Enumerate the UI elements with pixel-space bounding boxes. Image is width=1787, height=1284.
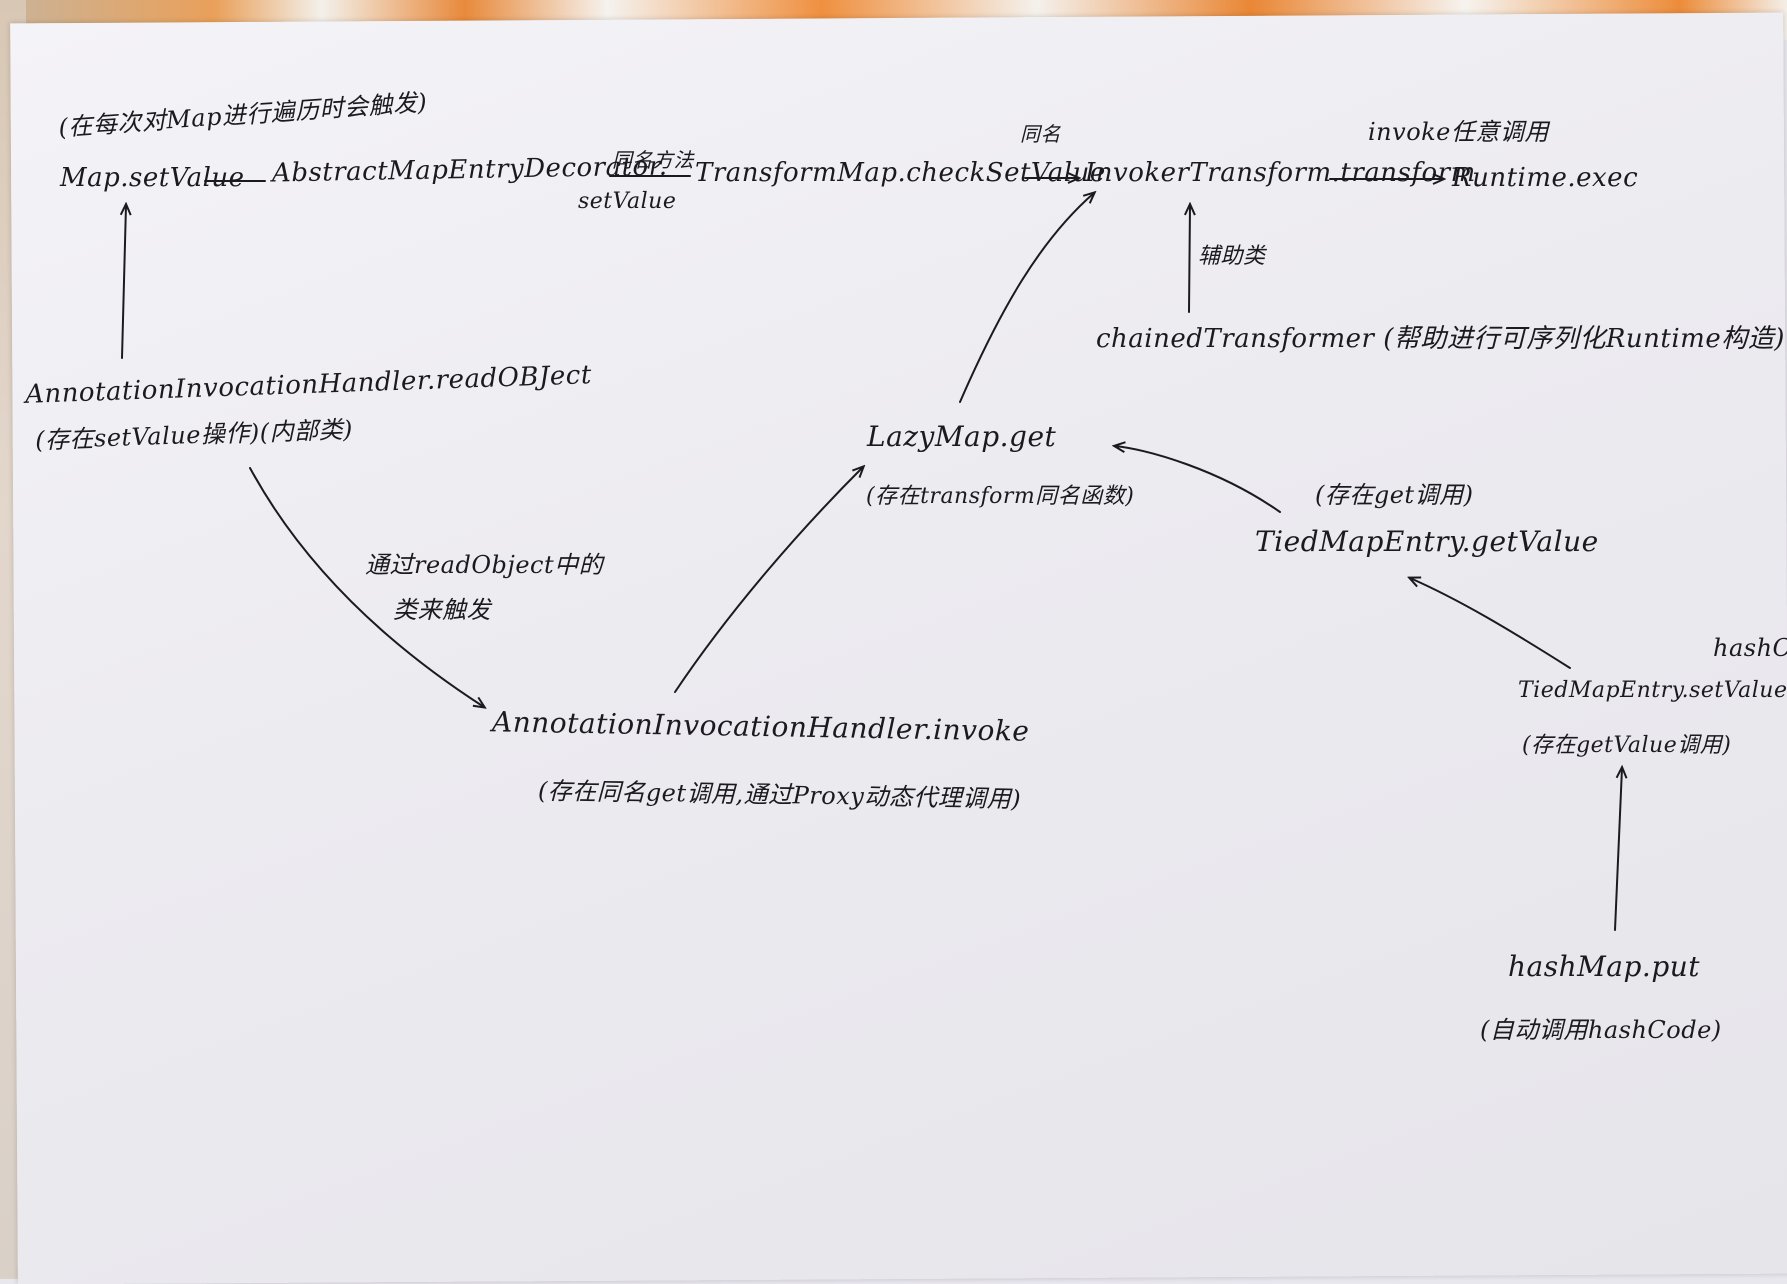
arrow-readobject-to-setvalue	[122, 205, 126, 359]
arrow-invoke-to-lazymap	[674, 467, 863, 693]
note-hashmap: (自动调用hashCode)	[1480, 1016, 1722, 1044]
note-trigger-line1: 通过readObject中的	[365, 551, 604, 579]
node-map-setvalue: Map.setValue	[60, 163, 245, 193]
label-hashcode-top: hashCode	[1713, 634, 1787, 662]
node-runtime-exec: Runtime.exec	[1452, 163, 1639, 193]
label-helper-class: 辅助类	[1198, 244, 1266, 269]
node-tied-map-entry-setvalue: TiedMapEntry.setValue	[1518, 678, 1787, 703]
node-transform-map: TransformMap.checkSetValue	[695, 158, 1106, 188]
note-lazymap: (存在transform同名函数)	[866, 484, 1135, 509]
node-chained-transformer: chainedTransformer (帮助进行可序列化Runtime构造)	[1096, 324, 1785, 354]
note-tied-get: (存在get调用)	[1315, 481, 1474, 509]
node-hashmap-put: hashMap.put	[1508, 950, 1701, 983]
note-invoke-any: invoke任意调用	[1368, 118, 1549, 146]
arrow-readobject-to-invoke	[249, 467, 484, 707]
label-same-name-method: 同名方法	[612, 148, 694, 172]
note-trigger-line2: 类来触发	[393, 596, 491, 624]
node-tied-map-entry-getvalue: TiedMapEntry.getValue	[1255, 525, 1599, 558]
label-same-name-top: 同名	[1020, 122, 1061, 146]
node-invoker-transform: InvokerTransform.transform	[1085, 158, 1476, 188]
arrow-chained-to-invoker	[1189, 205, 1190, 313]
note-tied-setvalue: (存在getValue调用)	[1522, 733, 1732, 758]
arrow-hashmap-to-tied	[1614, 768, 1622, 931]
arrow-lazymap-to-invoker	[959, 193, 1094, 403]
arrow-tiedset-to-tiedget	[1410, 578, 1571, 669]
label-setvalue-under: setValue	[578, 189, 677, 214]
arrow-tied-to-lazymap	[1115, 446, 1281, 513]
node-lazymap-get: LazyMap.get	[867, 420, 1057, 453]
